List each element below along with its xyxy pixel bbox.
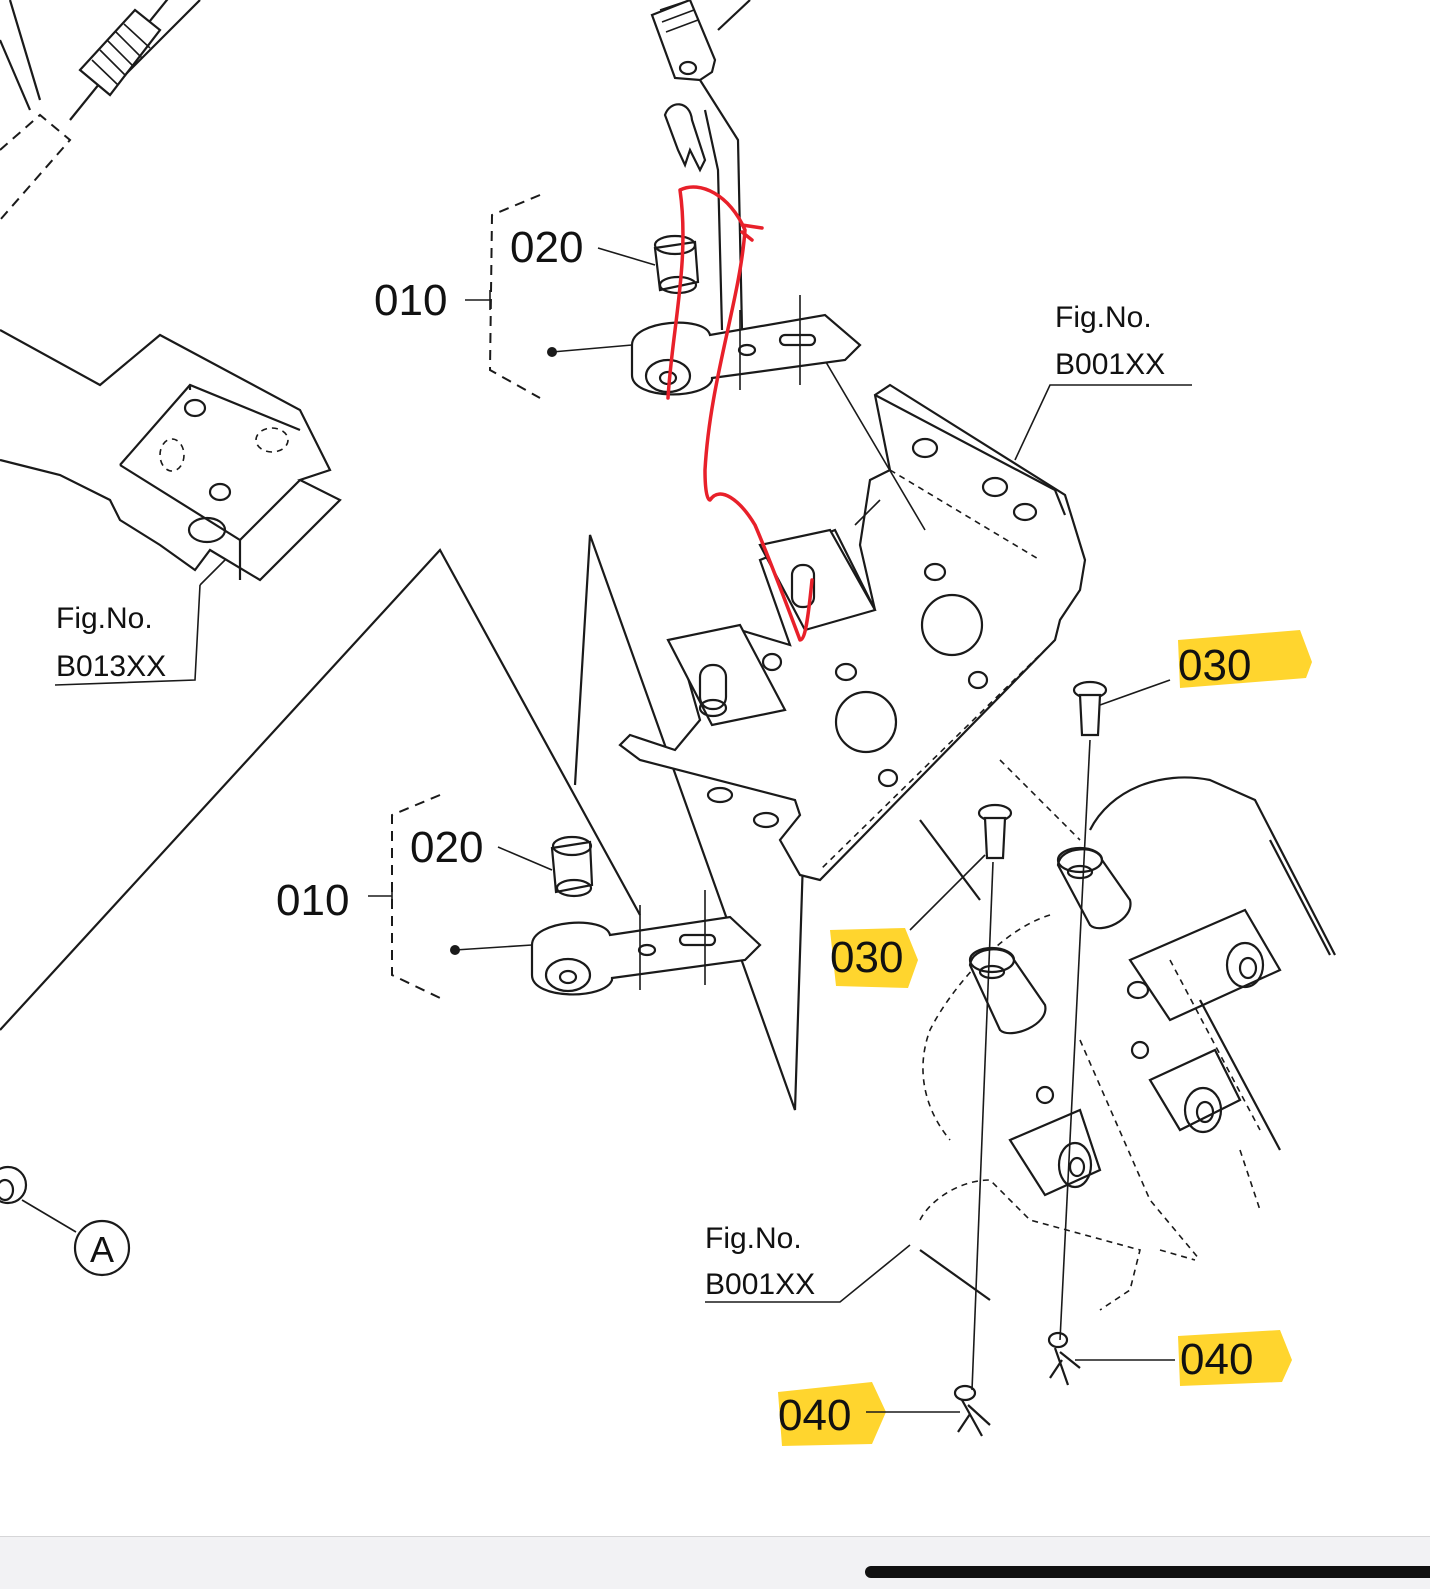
part-020-bottom-label: 020 xyxy=(410,823,483,872)
part-040-right-label: 040 xyxy=(1180,1335,1253,1384)
pin-040-right xyxy=(1047,1331,1175,1386)
highlight-040-right xyxy=(1178,1330,1292,1386)
part-020-top-label: 020 xyxy=(510,223,583,272)
highlight-040-left xyxy=(778,1382,886,1446)
bottom-bracket-group-010 xyxy=(368,794,762,999)
part-030-left-label: 030 xyxy=(830,933,903,982)
main-bracket-plate xyxy=(618,383,1087,882)
valve-body xyxy=(919,759,1336,1311)
fig-ref-top-right-code: B001XX xyxy=(1055,348,1165,381)
part-010-top-label: 010 xyxy=(374,276,447,325)
callout-a xyxy=(0,1165,131,1277)
bolt-030-left xyxy=(909,803,1013,1391)
top-rod-assembly xyxy=(650,0,751,331)
fig-ref-left-code: B013XX xyxy=(56,650,166,683)
upper-left-linkage xyxy=(0,0,201,221)
part-010-bottom-label: 010 xyxy=(276,876,349,925)
bottom-toolbar xyxy=(0,1536,1430,1589)
pin-040-left xyxy=(866,1384,991,1437)
home-indicator[interactable] xyxy=(865,1566,1430,1578)
fig-ref-bottom-code: B001XX xyxy=(705,1268,815,1301)
fig-ref-top-right-label: Fig.No. xyxy=(1055,301,1152,334)
fig-ref-bottom-label: Fig.No. xyxy=(705,1222,802,1255)
fig-ref-left-label: Fig.No. xyxy=(56,602,153,635)
part-030-right-label: 030 xyxy=(1178,641,1251,690)
callout-a-letter: A xyxy=(90,1229,114,1270)
parts-diagram: .ln { stroke:#1a1a1a; stroke-width:2.2; … xyxy=(0,0,1336,1446)
highlight-030-right xyxy=(1178,630,1312,688)
part-040-left-label: 040 xyxy=(778,1391,851,1440)
highlight-030-left xyxy=(830,928,918,988)
red-annotation-stroke xyxy=(666,185,814,642)
top-bracket-group-010 xyxy=(465,194,862,399)
label-highlights xyxy=(778,630,1312,1446)
bolt-030-right xyxy=(1059,679,1171,1341)
left-mount-block xyxy=(0,329,342,686)
diagram-canvas: .ln { stroke:#1a1a1a; stroke-width:2.2; … xyxy=(0,0,1336,1446)
